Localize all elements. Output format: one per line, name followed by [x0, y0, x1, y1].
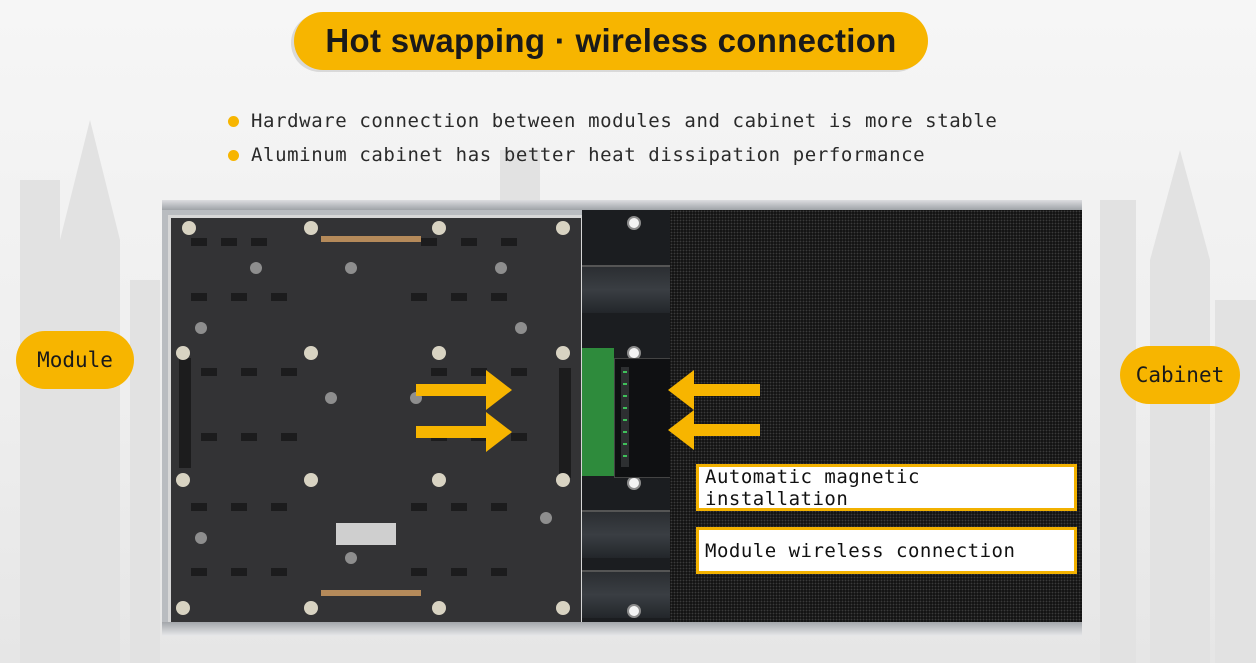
circuit-board-detail	[176, 221, 571, 615]
arrow-left-icon	[668, 370, 760, 410]
cabinet-frame-top	[162, 200, 1082, 210]
title-banner: Hot swapping · wireless connection	[294, 12, 928, 70]
arrow-left-icon	[668, 410, 760, 450]
wireless-connection-label: Module wireless connection	[696, 527, 1077, 574]
magnet-screw-icon	[627, 604, 641, 618]
rail-bar	[582, 510, 670, 558]
magnet-screw-icon	[627, 216, 641, 230]
bullet-item: Hardware connection between modules and …	[228, 104, 997, 138]
rail-bar	[582, 570, 670, 618]
arrow-right-icon	[416, 370, 512, 410]
arrow-right-icon	[416, 412, 512, 452]
module-label: Module	[16, 331, 134, 389]
magnetic-installation-label: Automatic magnetic installation	[696, 464, 1077, 511]
receiver-pcb	[582, 348, 614, 476]
page-title: Hot swapping · wireless connection	[325, 22, 897, 59]
cabinet-frame-bottom	[162, 622, 1082, 636]
module-circuit-board	[168, 215, 584, 626]
bullet-text: Hardware connection between modules and …	[251, 110, 998, 132]
bullet-list: Hardware connection between modules and …	[228, 104, 997, 172]
bullet-text: Aluminum cabinet has better heat dissipa…	[251, 144, 926, 166]
bullet-dot-icon	[228, 115, 239, 127]
bullet-dot-icon	[228, 149, 239, 161]
rail-bar	[582, 265, 670, 313]
cabinet-label: Cabinet	[1120, 346, 1240, 404]
bullet-item: Aluminum cabinet has better heat dissipa…	[228, 138, 997, 172]
